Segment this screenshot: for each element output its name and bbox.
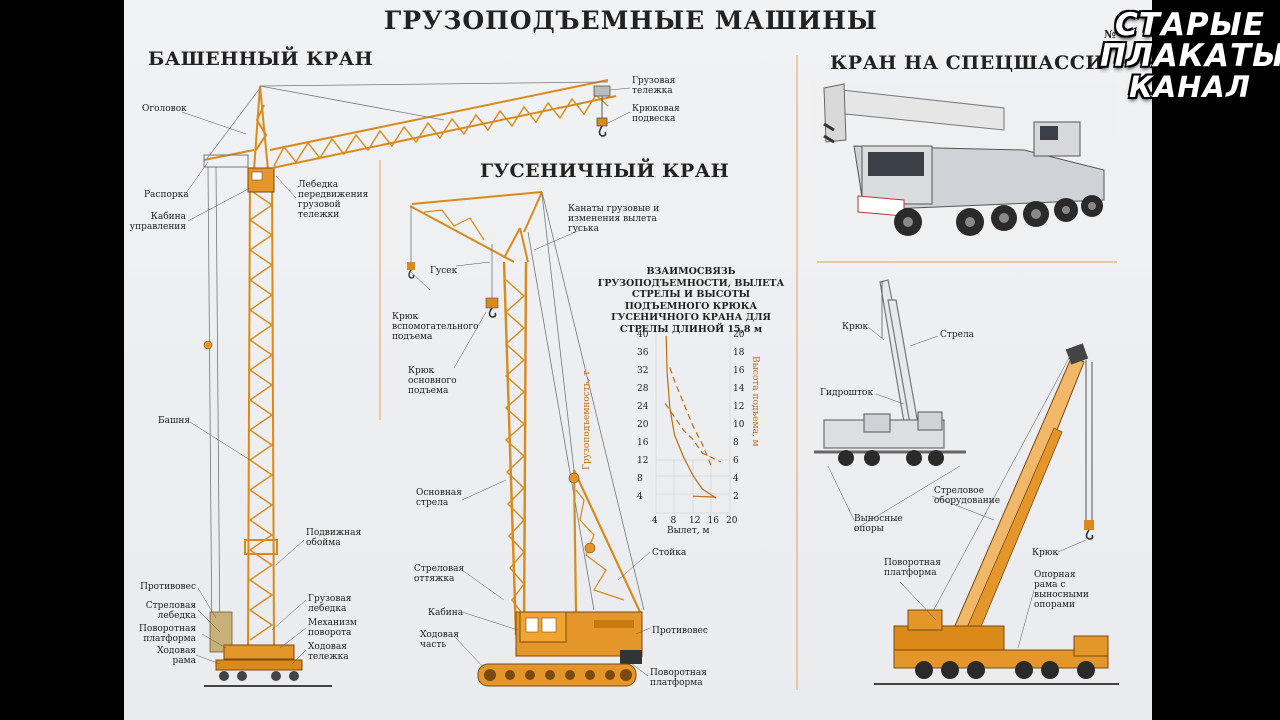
label-kryuk-osn: Крюк основного подъема [408, 366, 457, 396]
chart-xtick: 20 [726, 516, 738, 526]
chart-ylabel-right: Высота подъема, м [750, 356, 760, 447]
label-povorotnaya-crawler: Поворотная платформа [650, 668, 707, 688]
chart-ytick-right: 8 [733, 438, 739, 448]
chart-ytick-left: 8 [637, 474, 643, 484]
label-khod-telezhka: Ходовая тележка [308, 642, 349, 662]
chart-ytick-right: 20 [733, 330, 745, 340]
chart-ytick-right: 6 [733, 456, 739, 466]
chart-ytick-left: 28 [637, 384, 649, 394]
label-stoika: Стойка [652, 548, 687, 558]
channel-watermark: СТАРЫЕ ПЛАКАТЫ КАНАЛ [1100, 10, 1280, 103]
section-truck-title: КРАН НА СПЕЦШАССИ [830, 52, 1104, 74]
chart-series-line-0 [665, 335, 717, 499]
chart-ytick-right: 18 [733, 348, 745, 358]
label-mekhanizm-povorota: Механизм поворота [308, 618, 357, 638]
label-gidroshtok: Гидрошток [820, 388, 874, 398]
label-kryuk-small: Крюк [842, 322, 869, 332]
label-strel-lebedka: Стреловая лебедка [145, 601, 196, 621]
chart-ytick-right: 4 [733, 474, 739, 484]
chart-ytick-left: 32 [637, 366, 649, 376]
chart-ytick-left: 4 [637, 492, 643, 502]
label-bashnya: Башня [158, 416, 191, 426]
label-protivoves-tower: Противовес [140, 582, 196, 592]
label-vynosnye-opory: Выносные опоры [854, 514, 903, 534]
poster-number-badge: № [1104, 28, 1116, 41]
label-povorotnaya-truck: Поворотная платформа [884, 558, 941, 578]
channel-line-3: КАНАЛ [1129, 70, 1251, 104]
chart-ytick-right: 14 [733, 384, 745, 394]
chart-ytick-right: 12 [733, 402, 745, 412]
truck-crane-photo [810, 82, 1116, 246]
poster-title: ГРУЗОПОДЪЕМНЫЕ МАШИНЫ [384, 6, 878, 35]
label-osn-strela: Основная стрела [416, 488, 462, 508]
chart-ytick-right: 16 [733, 366, 745, 376]
label-opornaya-rama: Опорная рама с выносными опорами [1034, 570, 1089, 610]
channel-line-2: ПЛАКАТЫ [1100, 38, 1280, 74]
chart-series-group [664, 335, 722, 499]
label-strel-oborud: Стреловое оборудование [934, 486, 1001, 506]
label-rasporka: Распорка [144, 190, 189, 200]
chart-series-line-3 [692, 495, 717, 498]
capacity-chart [655, 330, 731, 514]
label-gruz-lebedka: Грузовая лебедка [308, 594, 352, 614]
chart-ytick-left: 40 [637, 330, 649, 340]
crawler-crane [407, 191, 651, 687]
label-kabina-crawler: Кабина [428, 608, 464, 618]
chart-ytick-left: 12 [637, 456, 649, 466]
small-truck-crane [814, 279, 966, 531]
chart-xtick: 8 [670, 516, 677, 526]
label-ogolovok: Оголовок [142, 104, 187, 114]
chart-ytick-right: 10 [733, 420, 745, 430]
label-protivoves-crawler: Противовес [652, 626, 708, 636]
label-kryuk-truck: Крюк [1032, 548, 1059, 558]
tower-crane [181, 79, 631, 687]
section-tower-title: БАШЕННЫЙ КРАН [148, 48, 374, 70]
chart-xlabel: Вылет, м [667, 526, 710, 536]
chart-ytick-left: 24 [637, 402, 649, 412]
label-kanaty: Канаты грузовые и изменения вылета гуськ… [568, 204, 660, 234]
section-crawler-title: ГУСЕНИЧНЫЙ КРАН [480, 160, 730, 182]
label-kryuk-vsp: Крюк вспомогательного подъема [392, 312, 479, 342]
chart-xtick: 12 [689, 516, 701, 526]
label-podvizh-oboima: Подвижная обойма [306, 528, 362, 548]
poster-drawing [181, 55, 1119, 690]
channel-line-1: СТАРЫЕ [1115, 7, 1265, 43]
label-khodovaya: Ходовая часть [420, 630, 459, 650]
chart-series-line-2 [664, 403, 722, 463]
label-lebedka-telezhki: Лебедка передвижения грузовой тележки [298, 180, 369, 220]
label-gusek: Гусек [430, 266, 458, 276]
label-kryuk-podveska: Крюковая подвеска [632, 104, 680, 124]
chart-title: ВЗАИМОСВЯЗЬ ГРУЗОПОДЪЕМНОСТИ, ВЫЛЕТА СТР… [597, 266, 785, 335]
chart-ylabel-left: Грузоподъемность, т [582, 370, 592, 470]
label-khodovaya-rama: Ходовая рама [157, 646, 196, 666]
label-strela: Стрела [940, 330, 975, 340]
orange-truck-crane [874, 343, 1119, 685]
label-strel-ottyazhka: Стреловая оттяжка [414, 564, 465, 584]
label-kabina-upr: Кабина управления [129, 212, 186, 232]
poster: ГРУЗОПОДЪЕМНЫЕ МАШИНЫ БАШЕННЫЙ КРАН ГУСЕ… [124, 0, 1152, 720]
chart-xtick: 16 [707, 516, 719, 526]
chart-ytick-left: 36 [637, 348, 649, 358]
chart-ytick-right: 2 [733, 492, 739, 502]
label-povorotnaya-tower: Поворотная платформа [139, 624, 196, 644]
chart-ytick-left: 20 [637, 420, 649, 430]
chart-xtick: 4 [652, 516, 658, 526]
chart-series-line-1 [669, 367, 713, 467]
chart-ytick-left: 16 [637, 438, 649, 448]
label-gruz-telezhka: Грузовая тележка [632, 76, 676, 96]
